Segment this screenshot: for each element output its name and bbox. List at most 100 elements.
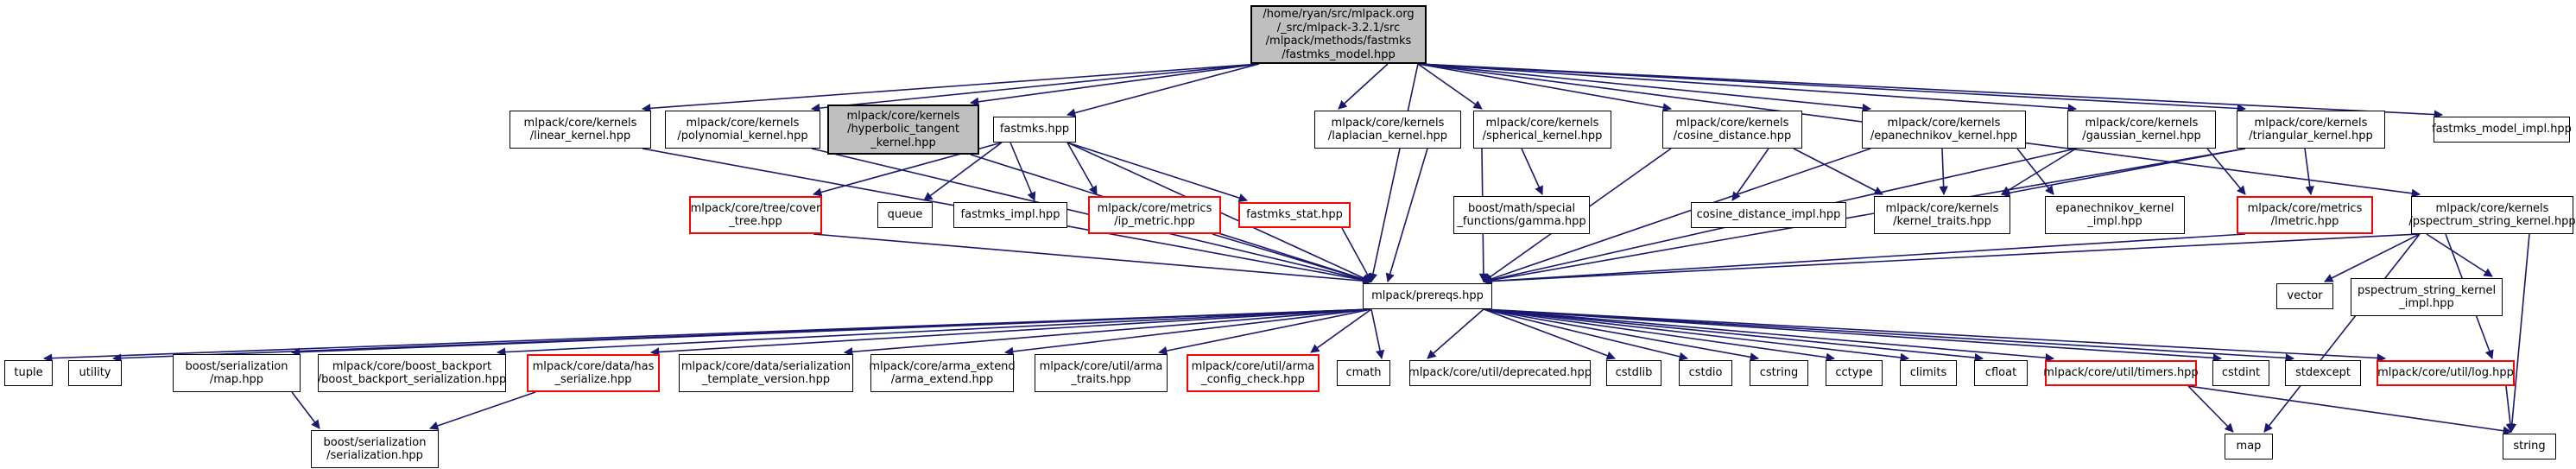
graph-node-hyperbolic_tangent[interactable]: mlpack/core/kernels/hyperbolic_tangent_k… — [827, 105, 979, 155]
graph-node-label: /cosine_distance.hpp — [1673, 130, 1792, 143]
graph-node-cctype[interactable]: cctype — [1826, 360, 1883, 386]
graph-node-linear_kernel[interactable]: mlpack/core/kernels/linear_kernel.hpp — [510, 111, 651, 149]
graph-node-label: _impl.hpp — [2399, 297, 2454, 310]
include-edge-prereqs-to-cstdio — [1483, 308, 1689, 361]
graph-node-ser_serialization[interactable]: boost/serialization/serialization.hpp — [311, 430, 439, 468]
include-edge-fastmks_model-to-cosine_distance — [1417, 63, 1673, 112]
graph-node-climits[interactable]: climits — [1900, 360, 1957, 386]
graph-node-cstdio[interactable]: cstdio — [1679, 360, 1732, 386]
include-edge-cosine_distance-to-cosine_distance_impl — [1731, 148, 1769, 201]
graph-node-label: /pspectrum_string_kernel.hpp — [2408, 215, 2576, 228]
graph-node-cosine_distance_impl[interactable]: cosine_distance_impl.hpp — [1691, 202, 1846, 228]
include-edge-prereqs-to-arma_traits — [1157, 308, 1372, 356]
include-edge-has_serialize-to-ser_serialization — [429, 391, 536, 430]
graph-node-cover_tree[interactable]: mlpack/core/tree/cover_tree.hpp — [689, 196, 822, 234]
graph-node-label: fastmks_impl.hpp — [960, 208, 1060, 222]
graph-node-polynomial_kernel[interactable]: mlpack/core/kernels/polynomial_kernel.hp… — [665, 111, 820, 149]
include-edge-prereqs-to-cstring — [1483, 308, 1760, 362]
graph-node-label: map — [2236, 440, 2262, 453]
graph-node-epanechnikov_kernel[interactable]: mlpack/core/kernels/epanechnikov_kernel.… — [1862, 111, 2026, 149]
graph-node-label: /map.hpp — [209, 373, 264, 386]
include-edge-prereqs-to-backport — [496, 308, 1372, 357]
graph-node-cosine_distance[interactable]: mlpack/core/kernels/cosine_distance.hpp — [1662, 111, 1802, 149]
graph-node-gamma[interactable]: boost/math/special_functions/gamma.hpp — [1453, 196, 1590, 234]
graph-node-string[interactable]: string — [2503, 434, 2556, 459]
graph-node-label: _serialize.hpp — [554, 373, 632, 386]
graph-node-label: string — [2513, 440, 2546, 453]
graph-node-timers[interactable]: mlpack/core/util/timers.hpp — [2043, 360, 2199, 386]
include-edge-pspectrum-to-pspectrum_impl — [2426, 233, 2493, 277]
graph-node-cstdlib[interactable]: cstdlib — [1606, 360, 1661, 386]
include-edge-gaussian_kernel-to-lmetric — [2206, 148, 2246, 195]
graph-node-label: mlpack/core/util/deprecated.hpp — [1408, 366, 1592, 380]
graph-node-log[interactable]: mlpack/core/util/log.hpp — [2377, 360, 2515, 386]
graph-node-ip_metric[interactable]: mlpack/core/metrics/ip_metric.hpp — [1088, 196, 1221, 234]
graph-node-pspectrum_impl[interactable]: pspectrum_string_kernel_impl.hpp — [2351, 278, 2503, 316]
graph-node-label: _template_version.hpp — [701, 373, 831, 386]
include-edge-fastmks_hpp-to-fastmks_stat — [1066, 142, 1248, 203]
include-edge-prereqs-to-log — [1483, 308, 2387, 363]
graph-node-map[interactable]: map — [2225, 434, 2273, 459]
graph-node-arma_config_check[interactable]: mlpack/core/util/arma_config_check.hpp — [1187, 354, 1320, 392]
graph-node-fastmks_hpp[interactable]: fastmks.hpp — [993, 117, 1076, 143]
graph-node-backport[interactable]: mlpack/core/boost_backport/boost_backpor… — [318, 354, 506, 392]
graph-node-vector[interactable]: vector — [2276, 283, 2333, 309]
graph-node-label: mlpack/core/util/timers.hpp — [2043, 366, 2199, 380]
graph-node-label: boost/math/special — [1467, 201, 1576, 215]
graph-node-lmetric[interactable]: mlpack/core/metrics/lmetric.hpp — [2237, 196, 2373, 234]
include-edge-ip_metric-to-prereqs — [1212, 233, 1372, 284]
include-edge-pspectrum-to-prereqs — [1482, 233, 2421, 286]
graph-node-label: /mlpack/methods/fastmks — [1265, 35, 1412, 48]
graph-node-queue[interactable]: queue — [877, 202, 933, 228]
graph-node-label: mlpack/core/util/arma — [1191, 359, 1315, 373]
graph-node-label: mlpack/core/kernels — [523, 116, 637, 130]
graph-node-ser_template_version[interactable]: mlpack/core/data/serialization_template_… — [679, 354, 853, 392]
graph-node-label: boost/serialization — [185, 359, 288, 373]
graph-node-triangular_kernel[interactable]: mlpack/core/kernels/triangular_kernel.hp… — [2237, 111, 2385, 149]
graph-node-fastmks_stat[interactable]: fastmks_stat.hpp — [1238, 202, 1351, 228]
graph-node-pspectrum[interactable]: mlpack/core/kernels/pspectrum_string_ker… — [2408, 196, 2576, 234]
graph-node-label: tuple — [14, 366, 43, 380]
graph-node-label: /laplacian_kernel.hpp — [1327, 130, 1448, 143]
graph-node-label: epanechnikov_kernel — [2055, 201, 2174, 215]
graph-node-gaussian_kernel[interactable]: mlpack/core/kernels/gaussian_kernel.hpp — [2067, 111, 2216, 149]
graph-node-label: /linear_kernel.hpp — [529, 130, 631, 143]
include-edge-fastmks_model-to-prereqs — [1368, 63, 1419, 283]
graph-node-cstring[interactable]: cstring — [1750, 360, 1808, 386]
include-edge-prereqs-to-cmath — [1370, 308, 1385, 360]
graph-node-deprecated[interactable]: mlpack/core/util/deprecated.hpp — [1408, 360, 1592, 386]
graph-node-has_serialize[interactable]: mlpack/core/data/has_serialize.hpp — [527, 354, 660, 392]
graph-node-label: _impl.hpp — [2087, 215, 2142, 228]
graph-node-label: boost/serialization — [323, 435, 427, 449]
graph-node-label: cstring — [1759, 366, 1799, 380]
graph-node-fastmks_impl[interactable]: fastmks_impl.hpp — [953, 202, 1067, 228]
graph-node-cstdint[interactable]: cstdint — [2212, 360, 2269, 386]
graph-node-prereqs[interactable]: mlpack/prereqs.hpp — [1363, 283, 1492, 309]
graph-node-utility[interactable]: utility — [68, 360, 122, 386]
graph-node-tuple[interactable]: tuple — [4, 360, 53, 386]
include-edge-cosine_distance-to-kernel_traits — [1793, 148, 1883, 195]
graph-node-arma_extend[interactable]: mlpack/core/arma_extend/arma_extend.hpp — [869, 354, 1016, 392]
include-edge-epanechnikov_kernel-to-prereqs — [1483, 148, 1871, 283]
graph-node-label: _tree.hpp — [729, 215, 782, 228]
graph-node-cfloat[interactable]: cfloat — [1974, 360, 2028, 386]
include-edge-fastmks_model-to-fastmks_model_impl — [1417, 63, 2444, 119]
graph-node-spherical_kernel[interactable]: mlpack/core/kernels/spherical_kernel.hpp — [1473, 111, 1611, 149]
graph-node-label: cstdlib — [1615, 366, 1653, 380]
include-edge-boost_ser_map-to-ser_serialization — [291, 391, 320, 429]
graph-node-boost_ser_map[interactable]: boost/serialization/map.hpp — [173, 354, 301, 392]
graph-node-arma_traits[interactable]: mlpack/core/util/arma_traits.hpp — [1035, 354, 1168, 392]
graph-node-epanechnikov_impl[interactable]: epanechnikov_kernel_impl.hpp — [2045, 196, 2185, 234]
graph-node-fastmks_model_impl[interactable]: fastmks_model_impl.hpp — [2432, 117, 2572, 143]
graph-node-laplacian_kernel[interactable]: mlpack/core/kernels/laplacian_kernel.hpp — [1314, 111, 1461, 149]
graph-node-cmath[interactable]: cmath — [1337, 360, 1390, 386]
graph-node-kernel_traits[interactable]: mlpack/core/kernels/kernel_traits.hpp — [1874, 196, 2010, 234]
graph-node-label: mlpack/core/kernels — [2085, 116, 2199, 130]
include-edge-prereqs-to-cctype — [1483, 308, 1836, 362]
graph-node-stdexcept[interactable]: stdexcept — [2285, 360, 2361, 386]
graph-node-label: mlpack/core/tree/cover — [690, 201, 821, 215]
graph-node-fastmks_model[interactable]: /home/ryan/src/mlpack.org/_src/mlpack-3.… — [1250, 5, 1427, 64]
include-edge-timers-to-map — [2187, 385, 2234, 433]
